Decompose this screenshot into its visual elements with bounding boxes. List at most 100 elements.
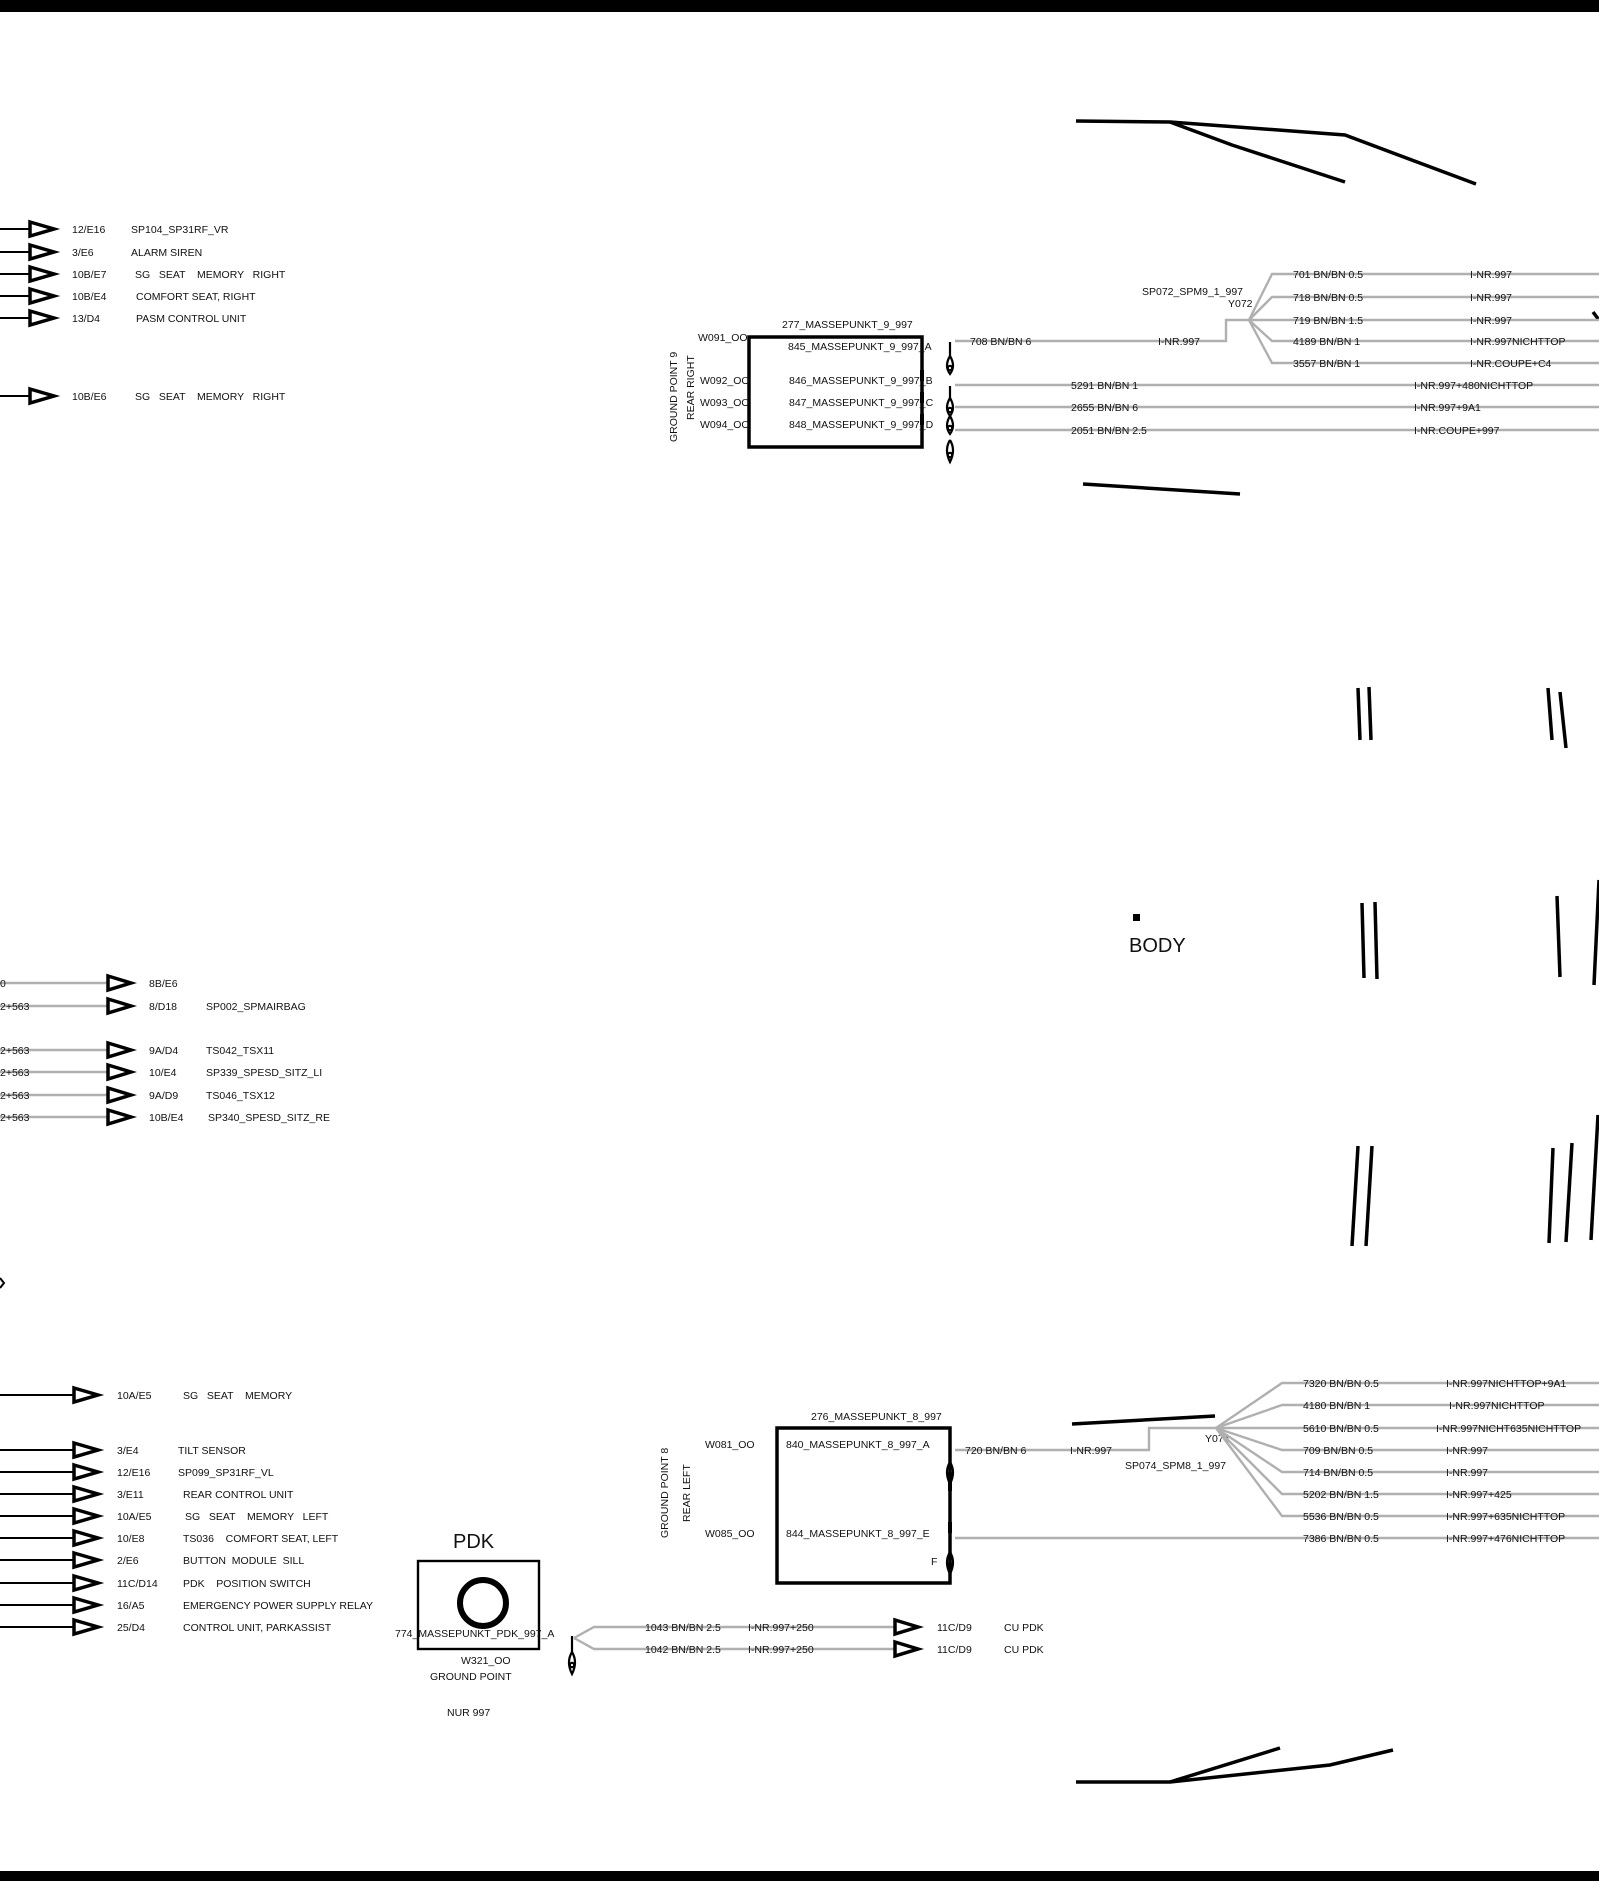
connector-arrow-icon — [28, 308, 61, 328]
connector-ref: 3/E6 — [72, 247, 94, 259]
connector-label: CONTROL UNIT, PARKASSIST — [183, 1622, 332, 1634]
body-marker — [1133, 914, 1140, 921]
pin-name: 848_MASSEPUNKT_9_997_D — [789, 419, 934, 431]
connector-row[interactable]: 12/E16 SP099_SP31RF_VL — [0, 1462, 274, 1482]
connector-row[interactable]: 10A/E5 SG SEAT MEMORY — [0, 1385, 292, 1405]
connector-label: SP339_SPESD_SITZ_LI — [206, 1067, 322, 1079]
connector-ref: 8B/E6 — [149, 978, 178, 990]
direct-wire: 5291 BN/BN 1 — [1071, 380, 1138, 392]
pdk-title: PDK — [453, 1531, 495, 1553]
connector-row[interactable]: 3/E11 REAR CONTROL UNIT — [0, 1484, 294, 1504]
branch-inr: I-NR.997 — [1446, 1445, 1488, 1457]
connector-row[interactable]: 10B/E6 SG SEAT MEMORY RIGHT — [0, 386, 286, 406]
pin-wire: W085_OO — [705, 1528, 755, 1540]
pin-name: 847_MASSEPUNKT_9_997_C — [789, 397, 934, 409]
connector-row[interactable]: 13/D4 PASM CONTROL UNIT — [0, 308, 247, 328]
connector-row[interactable]: 2+563 9A/D4 TS042_TSX11 — [0, 1040, 274, 1060]
gp8-side-sublabel: REAR LEFT — [681, 1464, 693, 1522]
connector-left-code: 0 — [0, 978, 6, 990]
connector-arrow-icon — [893, 1639, 925, 1659]
gp9-title: 277_MASSEPUNKT_9_997 — [782, 319, 913, 331]
gp8-box[interactable] — [775, 1426, 952, 1585]
branch-wire: 4189 BN/BN 1 — [1293, 336, 1360, 348]
connector-row[interactable]: 10B/E7 SG SEAT MEMORY RIGHT — [0, 264, 286, 284]
connector-ref: 10/E8 — [117, 1533, 145, 1545]
branch-wire: 5202 BN/BN 1.5 — [1303, 1489, 1379, 1501]
connector-row[interactable]: 11C/D9 CU PDK — [893, 1639, 1044, 1659]
pin-name: 844_MASSEPUNKT_8_997_E — [786, 1528, 930, 1540]
connector-ref: 11C/D14 — [117, 1578, 158, 1590]
connector-ref: 12/E16 — [72, 224, 105, 236]
body-label: BODY — [1129, 935, 1186, 957]
connector-arrow-icon — [72, 1528, 105, 1548]
branch-inr: I-NR.997+425 — [1446, 1489, 1512, 1501]
branch-inr: I-NR.COUPE+C4 — [1470, 358, 1552, 370]
feed-wire-label: 708 BN/BN 6 — [970, 336, 1031, 348]
branch-wire: 7320 BN/BN 0.5 — [1303, 1378, 1379, 1390]
connector-row[interactable]: 10/E8 TS036 COMFORT SEAT, LEFT — [0, 1528, 339, 1548]
connector-arrow-icon — [28, 219, 61, 239]
splice-name: SP074_SPM8_1_997 — [1125, 1460, 1226, 1472]
splice-fan — [1215, 1381, 1599, 1518]
connector-label: SP099_SP31RF_VL — [178, 1467, 274, 1479]
pdk-wire: W321_OO — [461, 1655, 511, 1667]
direct-inr: I-NR.997+9A1 — [1414, 402, 1481, 414]
branch-inr: I-NR.997 — [1446, 1467, 1488, 1479]
connector-arrow-icon — [106, 1040, 138, 1060]
connector-label: TS046_TSX12 — [206, 1090, 275, 1102]
feed-inr-label: I-NR.997 — [1158, 336, 1200, 348]
connector-row[interactable]: 2+563 8/D18 SP002_SPMAIRBAG — [0, 996, 306, 1016]
connector-row[interactable]: 0 8B/E6 — [0, 973, 178, 993]
pdk-ground-point: PDK 774_MASSEPUNKT_PDK_997_A W321_OO GRO… — [395, 1531, 1044, 1719]
connector-label: TILT SENSOR — [178, 1445, 246, 1457]
connector-row[interactable]: 2+563 9A/D9 TS046_TSX12 — [0, 1085, 275, 1105]
connector-label: SP002_SPMAIRBAG — [206, 1001, 306, 1013]
connector-left-code: 2+563 — [0, 1112, 30, 1124]
connector-ref: 10A/E5 — [117, 1511, 152, 1523]
gp8-title: 276_MASSEPUNKT_8_997 — [811, 1411, 942, 1423]
pdk-box[interactable] — [416, 1559, 541, 1651]
connector-arrow-icon — [72, 1462, 105, 1482]
direct-inr: I-NR.997+480NICHTTOP — [1414, 380, 1533, 392]
connector-left-code: 2+563 — [0, 1090, 30, 1102]
connector-ref: 25/D4 — [117, 1622, 145, 1634]
connector-label: CU PDK — [1004, 1644, 1044, 1656]
connector-label: TS042_TSX11 — [206, 1045, 274, 1057]
branch-inr: I-NR.997 — [1470, 315, 1512, 327]
direct-inr: I-NR.997+476NICHTTOP — [1446, 1533, 1565, 1545]
branch-inr: I-NR.997+635NICHTTOP — [1446, 1511, 1565, 1523]
branch-wire: 718 BN/BN 0.5 — [1293, 292, 1363, 304]
arrow-stub-icon — [0, 1277, 6, 1289]
connector-label: ALARM SIREN — [131, 247, 202, 259]
splice-fan — [1247, 272, 1599, 365]
connector-row[interactable]: 16/A5 EMERGENCY POWER SUPPLY RELAY — [0, 1595, 373, 1615]
branch-wire: 5536 BN/BN 0.5 — [1303, 1511, 1379, 1523]
connector-row[interactable]: 11C/D14 PDK POSITION SWITCH — [0, 1573, 311, 1593]
connector-arrow-icon — [72, 1506, 105, 1526]
connector-arrow-icon — [72, 1440, 105, 1460]
connector-ref: 12/E16 — [117, 1467, 150, 1479]
connector-label: COMFORT SEAT, RIGHT — [136, 291, 256, 303]
connector-row[interactable]: 10A/E5 SG SEAT MEMORY LEFT — [0, 1506, 329, 1526]
connector-arrow-icon — [106, 1062, 138, 1082]
connector-row[interactable]: 12/E16 SP104_SP31RF_VR — [0, 219, 229, 239]
connector-row[interactable]: 2+563 10B/E4 SP340_SPESD_SITZ_RE — [0, 1107, 330, 1127]
connector-label: PASM CONTROL UNIT — [136, 313, 247, 325]
connector-row[interactable]: 2/E6 BUTTON MODULE SILL — [0, 1550, 304, 1570]
splice-code: Y072 — [1228, 298, 1253, 310]
connector-row[interactable]: 11C/D9 CU PDK — [893, 1617, 1044, 1637]
feed-inr-label: I-NR.997 — [1070, 1445, 1112, 1457]
connector-ref: 2/E6 — [117, 1555, 139, 1567]
pin-name: 840_MASSEPUNKT_8_997_A — [786, 1439, 930, 1451]
connector-row[interactable]: 3/E4 TILT SENSOR — [0, 1440, 246, 1460]
connector-row[interactable]: 25/D4 CONTROL UNIT, PARKASSIST — [0, 1617, 332, 1637]
connector-row[interactable]: 2+563 10/E4 SP339_SPESD_SITZ_LI — [0, 1062, 322, 1082]
pdk-out-inr: I-NR.997+250 — [748, 1622, 814, 1634]
connector-ref: 10B/E7 — [72, 269, 107, 281]
connector-row[interactable]: 3/E6 ALARM SIREN — [0, 242, 202, 262]
connector-label: REAR CONTROL UNIT — [183, 1489, 294, 1501]
connector-row[interactable]: 10B/E4 COMFORT SEAT, RIGHT — [0, 286, 256, 306]
connector-ref: 10B/E4 — [72, 291, 107, 303]
connector-ref: 3/E4 — [117, 1445, 139, 1457]
